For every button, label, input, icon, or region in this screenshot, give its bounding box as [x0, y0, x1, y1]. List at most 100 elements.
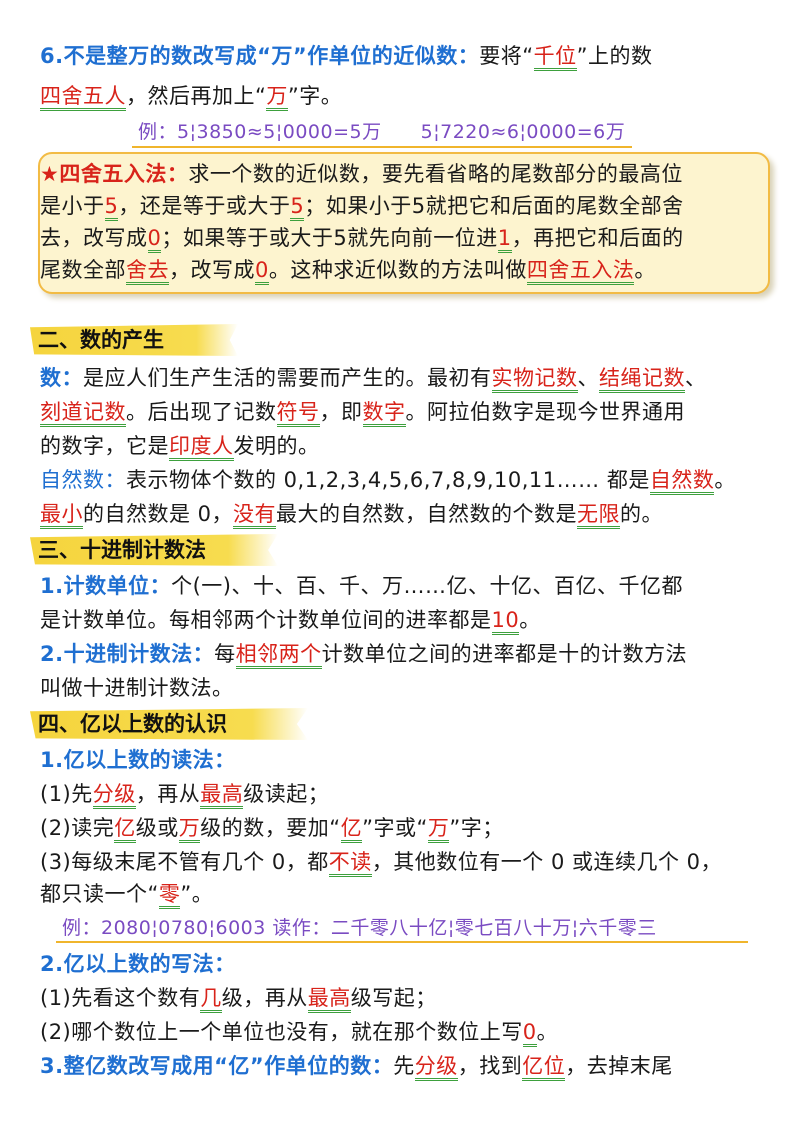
text: 。后出现了记数	[126, 400, 277, 424]
example-underline	[56, 941, 748, 943]
paragraph-6-line-1: 6.不是整万的数改写成“万”作单位的近似数：要将“千位”上的数	[40, 42, 652, 70]
text: ，去掉末尾	[565, 1054, 673, 1078]
text: 级的数，要加“	[200, 816, 341, 840]
text: (2)哪个数位上一个单位也没有，就在那个数位上写	[40, 1020, 523, 1044]
highlight: 刻道记数	[40, 400, 126, 424]
term-label: 数：	[40, 366, 83, 390]
highlight: 无限	[577, 502, 621, 526]
write-rules-title: 2.亿以上数的写法：	[40, 950, 236, 978]
highlight: 万	[178, 816, 201, 840]
highlight: 5	[290, 194, 305, 218]
example-underline	[132, 146, 632, 148]
note-line-3: 去，改写成0；如果等于或大于5就先向前一位进1，再把它和后面的	[40, 224, 684, 252]
s3-line-1: 1.计数单位：个(一)、十、百、千、万……亿、十亿、百亿、千亿都	[40, 572, 683, 600]
note-line-1: ★四舍五入法：求一个数的近似数，要先看省略的尾数部分的最高位	[40, 160, 683, 188]
highlight: 0	[522, 1020, 537, 1044]
highlight: 分级	[414, 1054, 458, 1078]
write-rule-2: (2)哪个数位上一个单位也没有，就在那个数位上写0。	[40, 1018, 558, 1046]
text: 、	[685, 366, 707, 390]
text: 。	[634, 258, 656, 282]
paragraph-6-line-2: 四舍五人，然后再加上“万”字。	[40, 82, 342, 110]
read-rule-2: (2)读完亿级或万级的数，要加“亿”字或“万”字；	[40, 814, 504, 842]
highlight: 万	[266, 84, 288, 108]
text: 都只读一个“	[40, 882, 159, 906]
highlight: 符号	[276, 400, 320, 424]
read-rules-title: 1.亿以上数的读法：	[40, 746, 236, 774]
text: 发明的。	[233, 434, 320, 458]
text: ”字；	[449, 816, 504, 840]
s2-line-3: 的数字，它是印度人发明的。	[40, 432, 320, 460]
text: 级，再从	[221, 986, 308, 1010]
read-rule-3-cont: 都只读一个“零”。	[40, 880, 213, 908]
text: 最大的自然数，自然数的个数是	[276, 502, 578, 526]
highlight: 舍去	[126, 258, 169, 282]
item-title: 2.十进制计数法：	[40, 642, 215, 666]
text: ，再把它和后面的	[511, 226, 684, 250]
text: 。这种求近似数的方法叫做	[268, 258, 527, 282]
item-title: 3.整亿数改写成用“亿”作单位的数：	[40, 1054, 394, 1078]
highlight: 不读	[328, 850, 372, 874]
s3-line-3: 2.十进制计数法：每相邻两个计数单位之间的进率都是十的计数方法	[40, 640, 687, 668]
s2-line-5: 最小的自然数是 0，没有最大的自然数，自然数的个数是无限的。	[40, 500, 663, 528]
highlight: 万	[427, 816, 450, 840]
item-6-title: 6.不是整万的数改写成“万”作单位的近似数：	[40, 44, 480, 68]
s3-line-4: 叫做十进制计数法。	[40, 676, 234, 700]
highlight: 相邻两个	[235, 642, 322, 666]
text: 去，改写成	[40, 226, 148, 250]
s3-line-2: 是计数单位。每相邻两个计数单位间的进率都是10。	[40, 606, 541, 634]
text: (1)先看这个数有	[40, 986, 201, 1010]
text: 级或	[135, 816, 179, 840]
highlight: 0	[147, 226, 162, 250]
text: ”。	[180, 882, 214, 906]
write-rule-1: (1)先看这个数有几级，再从最高级写起；	[40, 984, 437, 1012]
highlight: 亿位	[522, 1054, 566, 1078]
text: ，还是等于或大于	[118, 194, 291, 218]
text: 是应人们生产生活的需要而产生的。最初有	[83, 366, 492, 390]
term-label: 自然数：	[40, 468, 126, 492]
highlight: 零	[158, 882, 181, 906]
example-rounding: 例：5¦3850≈5¦0000=5万 5¦7220≈6¦0000=6万	[138, 121, 626, 143]
text: ；如果小于5就把它和后面的尾数全部舍	[304, 194, 684, 218]
highlight: 数字	[362, 400, 406, 424]
highlight: 最小	[40, 502, 83, 526]
text: 级写起；	[350, 986, 437, 1010]
read-rule-3: (3)每级末尾不管有几个 0，都不读，其他数位有一个 0 或连续几个 0，	[40, 848, 722, 876]
s2-line-2: 刻道记数。后出现了记数符号，即数字。阿拉伯数字是现今世界通用	[40, 398, 685, 426]
text: ”字或“	[362, 816, 428, 840]
text: 。	[519, 608, 541, 632]
text: ，然后再加上“	[126, 84, 267, 108]
text: ，即	[319, 400, 363, 424]
highlight: 最高	[200, 782, 244, 806]
text: 要将“	[479, 44, 534, 68]
highlight: 最高	[307, 986, 351, 1010]
highlight: 印度人	[169, 434, 234, 458]
text: 先	[393, 1054, 415, 1078]
highlight: 0	[255, 258, 269, 282]
text: ”上的数	[576, 44, 653, 68]
text: 是计数单位。每相邻两个计数单位间的进率都是	[40, 608, 492, 632]
section-heading-large-numbers: 四、亿以上数的认识	[30, 708, 308, 740]
highlight: 四舍五人	[40, 84, 126, 108]
item-title: 1.计数单位：	[40, 574, 172, 598]
note-line-2: 是小于5，还是等于或大于5；如果小于5就把它和后面的尾数全部舍	[40, 192, 684, 220]
highlight: 没有	[233, 502, 277, 526]
text: (1)先	[40, 782, 93, 806]
highlight: 1	[497, 226, 512, 250]
highlight: 10	[491, 608, 520, 632]
text: 尾数全部	[40, 258, 126, 282]
text: 的自然数是 0，	[83, 502, 234, 526]
highlight: 5	[104, 194, 119, 218]
text: ，其他数位有一个 0 或连续几个 0，	[371, 850, 723, 874]
text: 的。	[620, 502, 664, 526]
text: 是小于	[40, 194, 105, 218]
highlight: 几	[200, 986, 222, 1010]
text: ；如果等于或大于5就先向前一位进	[161, 226, 498, 250]
text: 个(一)、十、百、千、万……亿、十亿、百亿、千亿都	[171, 574, 683, 598]
highlight: 实物记数	[491, 366, 578, 390]
text: ，找到	[457, 1054, 523, 1078]
text: (3)每级末尾不管有几个 0，都	[40, 850, 329, 874]
text: 每	[214, 642, 236, 666]
item-title: 1.亿以上数的读法：	[40, 748, 236, 772]
read-rule-1: (1)先分级，再从最高级读起；	[40, 780, 329, 808]
s2-line-1: 数：是应人们生产生活的需要而产生的。最初有实物记数、结绳记数、	[40, 364, 707, 392]
